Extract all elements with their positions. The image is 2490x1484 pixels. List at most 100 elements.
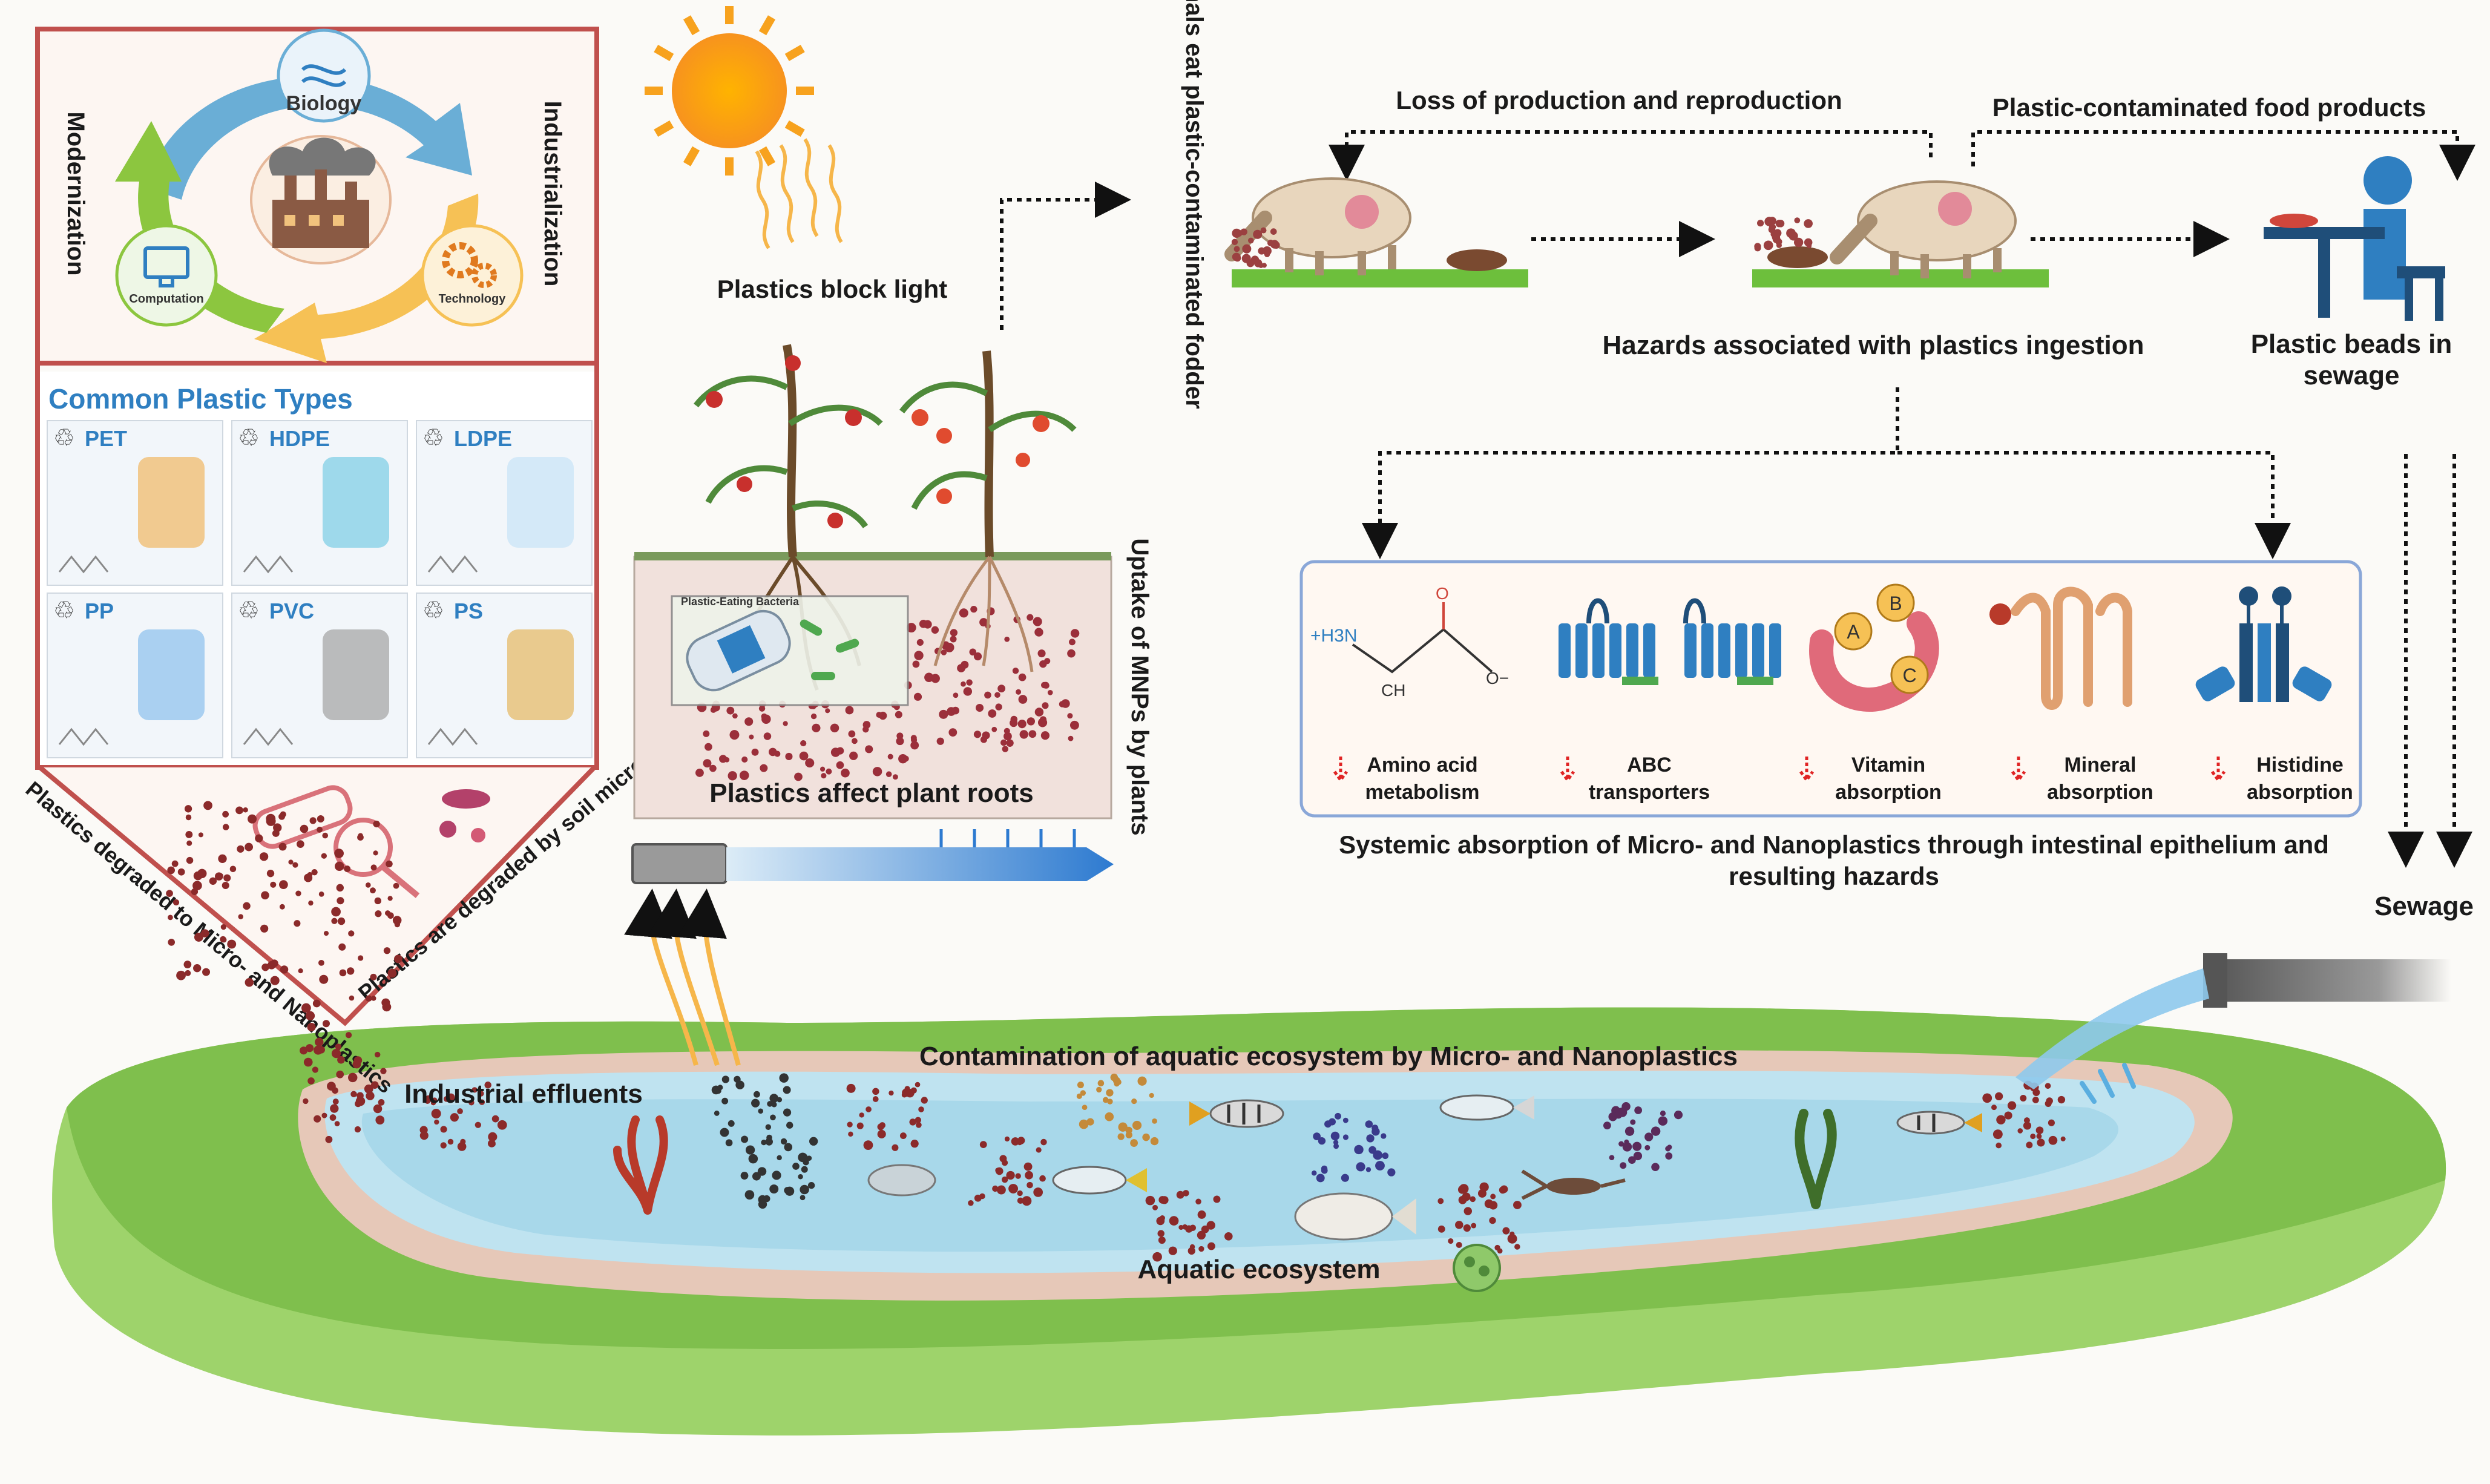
- cow-dung-icon: [1767, 246, 1828, 268]
- plastic-particle: [1039, 660, 1047, 668]
- plastic-particle: [845, 706, 854, 715]
- plastic-particle: [1375, 1161, 1385, 1170]
- plastic-particle: [1195, 1198, 1201, 1205]
- plastic-particle: [767, 1101, 773, 1107]
- plastic-particle: [872, 1096, 879, 1102]
- factory-icon: [250, 135, 392, 264]
- plastic-particle: [724, 757, 730, 763]
- plastic-particle: [953, 692, 959, 698]
- plastic-particle: [222, 824, 229, 830]
- plastic-particle: [394, 922, 400, 928]
- plastic-particle: [374, 1051, 381, 1058]
- plastic-particle: [1804, 219, 1813, 228]
- plastic-particle: [992, 1185, 999, 1192]
- plastic-particle: [703, 730, 710, 737]
- fish-icon: [1439, 1094, 1534, 1121]
- plastic-particle: [191, 888, 199, 896]
- plastic-particle: [350, 1091, 357, 1097]
- plastic-particle: [820, 766, 826, 772]
- plastic-particle: [491, 1115, 499, 1123]
- plastic-types-panel: Common Plastic Types ♲PET♲HDPE♲LDPE♲PP♲P…: [40, 372, 594, 765]
- plastic-particle: [1176, 1190, 1184, 1199]
- plastic-particle: [1365, 1167, 1371, 1172]
- plastic-particle: [1996, 1115, 2006, 1124]
- plastic-type-label: LDPE: [454, 426, 512, 451]
- aquatic-ecosystem-label: Aquatic ecosystem: [1137, 1255, 1380, 1284]
- plastic-particle: [1763, 240, 1773, 251]
- plastic-particle: [1437, 1225, 1445, 1233]
- helix-segment: [1752, 623, 1764, 678]
- plastic-particle: [1001, 1176, 1008, 1183]
- plastic-particle: [209, 877, 217, 885]
- plastic-particle: [373, 1104, 383, 1114]
- plastic-particle: [872, 767, 882, 776]
- plastic-particle: [1484, 1199, 1494, 1209]
- transporter-icon: [2195, 586, 2332, 702]
- plastic-particle: [1261, 263, 1267, 268]
- plastic-particle: [1018, 695, 1028, 704]
- plastic-particle: [447, 1138, 454, 1145]
- plastic-particle: [979, 1141, 987, 1149]
- plastic-particle: [1178, 1225, 1184, 1230]
- plastic-particle: [903, 755, 909, 762]
- absorption-item-label: Mineral: [2064, 753, 2136, 776]
- plastic-particle: [1459, 1184, 1469, 1193]
- cow-dung-icon: [1447, 249, 1507, 271]
- plastic-particle: [355, 1096, 366, 1106]
- plastic-particle: [1471, 1223, 1477, 1229]
- chemical-structure-icon: [58, 555, 109, 574]
- plastic-particle: [237, 845, 245, 853]
- plastic-particle: [1321, 1167, 1328, 1174]
- plastic-particle: [200, 929, 209, 937]
- plastic-particle: [1514, 1244, 1520, 1250]
- plastic-particle: [1000, 739, 1007, 746]
- plastic-particle: [2035, 1126, 2044, 1134]
- plastic-particle: [1665, 1146, 1671, 1152]
- decrease-arrow-icon: [2011, 757, 2026, 783]
- plastic-particle: [220, 936, 226, 943]
- plastic-particle: [308, 900, 314, 906]
- plastic-particle: [779, 1073, 789, 1083]
- plastic-particle: [345, 1032, 352, 1039]
- plastic-particle: [729, 730, 740, 740]
- plastic-particle: [349, 995, 355, 1001]
- plastic-particle: [749, 734, 754, 740]
- plastic-particle: [777, 1155, 782, 1161]
- plastic-particle: [772, 1170, 781, 1180]
- plastic-particle: [848, 730, 856, 738]
- plastic-particle: [1313, 1132, 1321, 1141]
- plastic-particle: [877, 1129, 886, 1139]
- plastic-particle: [975, 703, 984, 712]
- plastic-particle: [1232, 228, 1241, 238]
- organ-label: B: [1889, 593, 1902, 614]
- plastic-particle: [921, 1097, 928, 1104]
- plastic-particle: [1034, 708, 1044, 717]
- plastic-particle: [801, 1166, 808, 1173]
- plastic-particle: [266, 813, 276, 824]
- plastic-particle: [1015, 1173, 1021, 1179]
- water-flow-pipe: [631, 829, 1114, 884]
- plastic-particle: [994, 692, 1000, 698]
- plastic-particle: [365, 882, 371, 888]
- membrane-protein-icon: [1559, 598, 1781, 685]
- plastic-particle: [393, 882, 399, 889]
- plastic-particle: [1004, 727, 1010, 734]
- plastic-particle: [1197, 1210, 1206, 1219]
- helix-segment: [1626, 623, 1638, 678]
- plastic-particle: [752, 1172, 761, 1181]
- absorption-caption: Systemic absorption of Micro- and Nanopl…: [1339, 830, 2329, 890]
- plastic-particle: [1117, 1133, 1125, 1140]
- plastic-particle: [910, 737, 918, 743]
- plastic-particle: [777, 1097, 783, 1103]
- plastic-particle: [172, 899, 180, 906]
- plastic-particle: [1622, 1142, 1632, 1152]
- plastic-particle: [1145, 1195, 1155, 1206]
- plastic-particle: [248, 814, 257, 824]
- plastic-particle: [728, 771, 737, 781]
- plastic-particle: [1152, 1252, 1162, 1262]
- plastic-particle: [192, 881, 202, 891]
- cycle-node-label: Technology: [439, 292, 507, 306]
- plastic-particle: [1169, 1216, 1179, 1226]
- plastic-particle: [235, 806, 243, 815]
- plastic-particle: [1076, 1093, 1082, 1099]
